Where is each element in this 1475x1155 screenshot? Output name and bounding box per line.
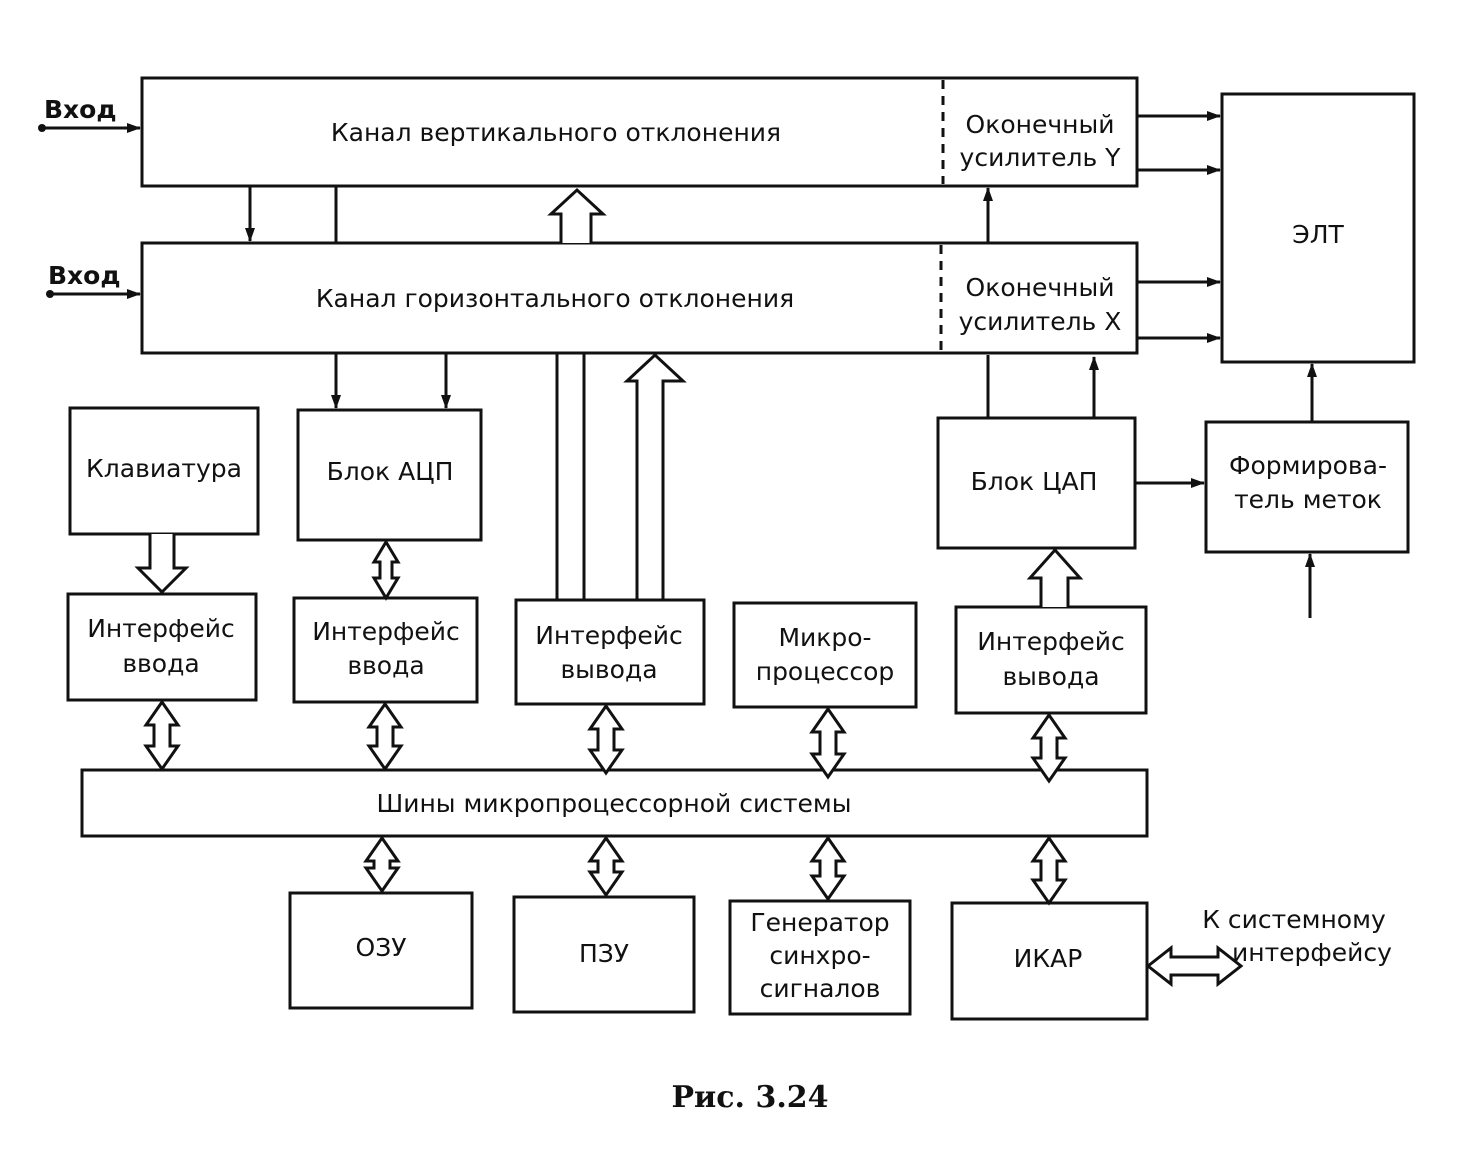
adc-label: Блок АЦП — [327, 457, 454, 486]
input-bottom: Вход — [46, 261, 141, 299]
input-iface2-line2: ввода — [347, 651, 424, 680]
dac-block: Блок ЦАП — [936, 416, 1137, 550]
figure-caption: Рис. 3.24 — [671, 1080, 828, 1115]
input-interface-2-block: Интерфейс ввода — [292, 596, 479, 704]
marker-former-line2: тель меток — [1234, 485, 1382, 514]
input-iface1-line2: ввода — [122, 649, 199, 678]
horizontal-channel-label: Канал горизонтального отклонения — [316, 284, 794, 313]
dac-to-amp-x-links — [986, 355, 1099, 418]
system-bus-block: Шины микропроцессорной системы — [80, 768, 1149, 838]
final-amplifier-y: Оконечный усилитель Y — [960, 110, 1122, 172]
output-iface1-to-horizontal-bus — [555, 352, 687, 600]
input-iface1-line1: Интерфейс — [87, 614, 235, 643]
keyboard-to-input-iface-bus — [134, 534, 190, 595]
output-iface2-line1: Интерфейс — [977, 627, 1125, 656]
amp-to-crt-arrows — [1137, 111, 1221, 343]
output-iface1-line2: вывода — [560, 655, 657, 684]
vertical-channel-block: Канал вертикального отклонения — [140, 76, 1139, 188]
crt-block: ЭЛТ — [1220, 92, 1416, 364]
sync-gen-line3: сигналов — [760, 974, 881, 1003]
ram-block: ОЗУ — [288, 891, 474, 1010]
input-interface-1-block: Интерфейс ввода — [66, 592, 258, 702]
output-iface2-to-dac-bus — [1026, 547, 1084, 607]
bus-to-memory-arrows — [363, 835, 1068, 906]
horizontal-channel-block: Канал горизонтального отклонения — [140, 241, 1139, 355]
input-top: Вход — [38, 95, 141, 133]
amp-x-line2: усилитель X — [959, 307, 1122, 336]
microprocessor-block: Микро- процессор — [732, 601, 918, 709]
input-iface2-line1: Интерфейс — [312, 617, 460, 646]
adc-block: Блок АЦП — [296, 408, 483, 542]
output-iface1-line1: Интерфейс — [535, 621, 683, 650]
sync-generator-block: Генератор синхро- сигналов — [728, 899, 912, 1016]
microprocessor-line1: Микро- — [778, 623, 871, 652]
dac-label: Блок ЦАП — [971, 467, 1098, 496]
horizontal-to-adc-arrows — [331, 353, 451, 409]
output-iface2-line2: вывода — [1002, 662, 1099, 691]
input-bottom-label: Вход — [48, 261, 121, 290]
sync-gen-line2: синхро- — [769, 941, 870, 970]
amp-y-line2: усилитель Y — [960, 143, 1122, 172]
ikar-label: ИКАР — [1014, 944, 1083, 973]
rom-label: ПЗУ — [579, 939, 629, 968]
marker-former-block: Формирова- тель меток — [1204, 420, 1410, 554]
ikar-block: ИКАР — [950, 901, 1149, 1021]
vertical-to-horizontal-links — [245, 186, 993, 243]
amp-y-line1: Оконечный — [966, 110, 1115, 139]
amp-x-line1: Оконечный — [966, 273, 1115, 302]
marker-former-line1: Формирова- — [1229, 451, 1387, 480]
input-top-label: Вход — [44, 95, 117, 124]
crt-label: ЭЛТ — [1292, 220, 1344, 249]
sync-gen-line1: Генератор — [750, 908, 889, 937]
adc-input-iface-bus — [371, 539, 401, 601]
interfaces-to-bus-arrows — [143, 699, 1068, 784]
ikar-system-interface-bus — [1145, 944, 1244, 988]
output-interface-1-block: Интерфейс вывода — [514, 598, 706, 706]
rom-block: ПЗУ — [512, 895, 696, 1014]
ram-label: ОЗУ — [356, 933, 407, 962]
keyboard-block: Клавиатура — [68, 406, 260, 536]
system-interface-label: К системному интерфейсу — [1202, 905, 1392, 967]
vertical-channel-label: Канал вертикального отклонения — [331, 118, 781, 147]
system-interface-line1: К системному — [1202, 905, 1386, 934]
output-interface-2-block: Интерфейс вывода — [954, 605, 1148, 715]
microprocessor-line2: процессор — [756, 657, 895, 686]
final-amplifier-x: Оконечный усилитель X — [959, 273, 1122, 336]
system-interface-line2: интерфейсу — [1232, 938, 1392, 967]
system-bus-label: Шины микропроцессорной системы — [376, 789, 851, 818]
keyboard-label: Клавиатура — [86, 454, 242, 483]
bus-arrow-up-to-vertical — [547, 187, 607, 243]
